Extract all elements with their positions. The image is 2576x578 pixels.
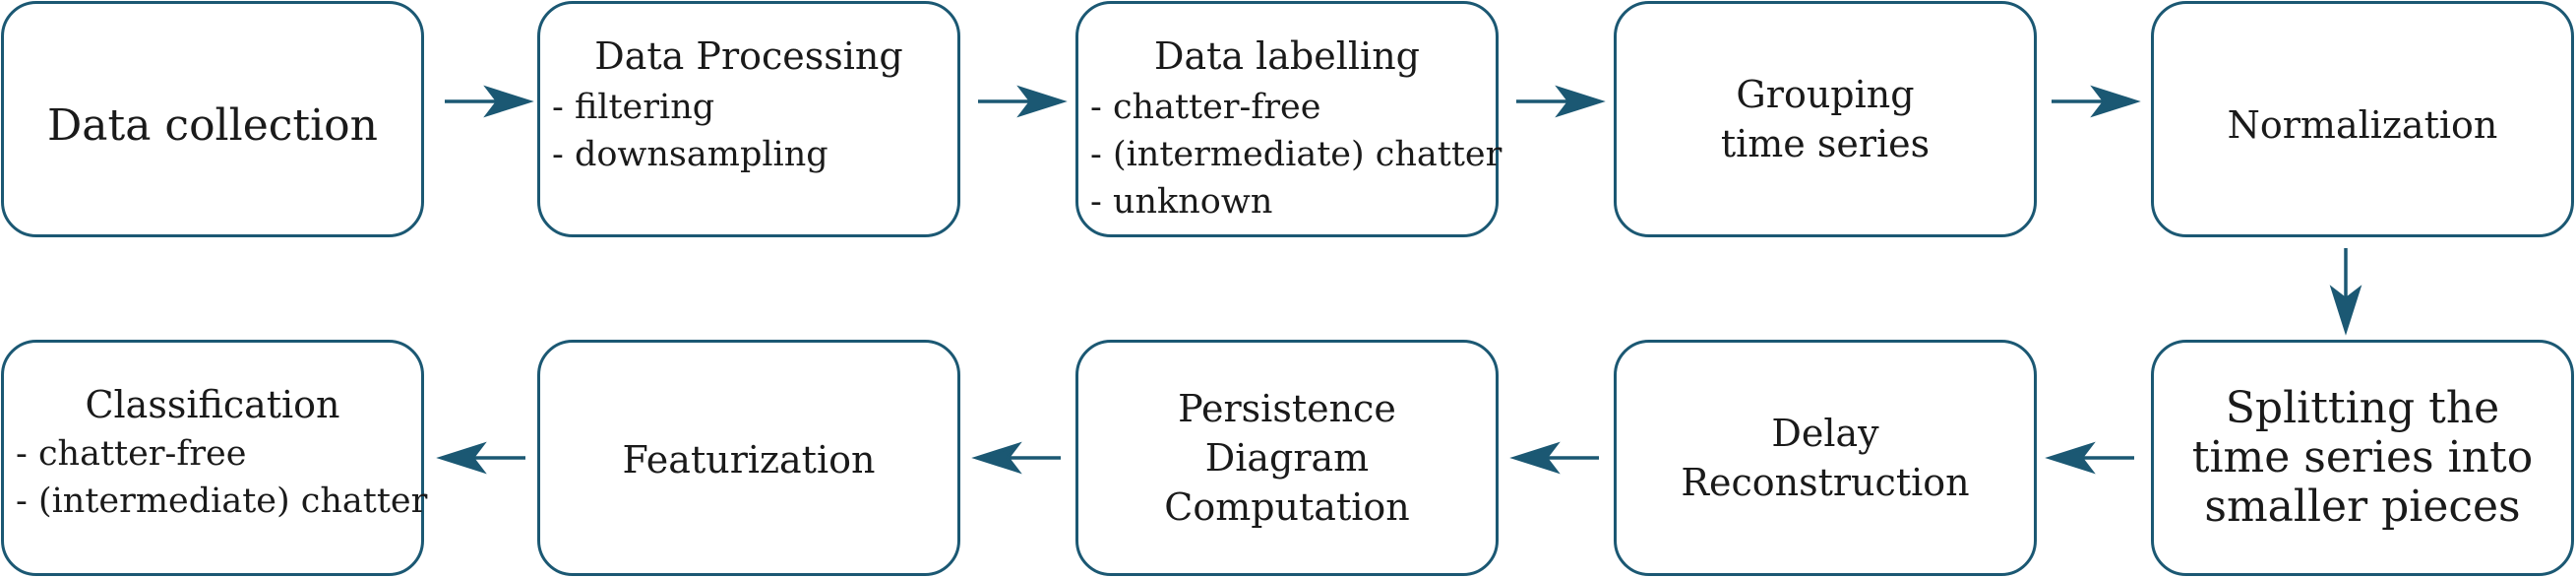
arrow-left [971, 441, 1061, 475]
node-title: Data labelling [1153, 34, 1420, 78]
node-title: Data Processing [594, 34, 903, 78]
node-title-line: Diagram [1204, 436, 1370, 480]
node-title-line: Persistence [1178, 387, 1396, 430]
list-item: - unknown [1090, 182, 1273, 222]
list-item: - chatter-free [16, 434, 247, 474]
node-title-line: Delay [1771, 412, 1879, 455]
arrow-left [436, 441, 525, 475]
list-item: - (intermediate) chatter [1090, 135, 1503, 174]
node-splitting-time-series: Splitting the time series into smaller p… [2151, 340, 2574, 576]
node-title-line: Grouping [1736, 73, 1915, 116]
node-title: Normalization [2227, 103, 2498, 147]
node-normalization: Normalization [2151, 1, 2574, 237]
node-title-line: Splitting the [2225, 383, 2500, 433]
arrow-left [2045, 441, 2134, 475]
node-title: Grouping time series [1617, 70, 2034, 168]
node-title-line: time series [1720, 122, 1931, 165]
node-grouping-time-series: Grouping time series [1614, 1, 2037, 237]
arrow-right [445, 85, 534, 118]
node-classification: Classification - chatter-free - (interme… [1, 340, 428, 576]
node-data-labelling: Data labelling - chatter-free - (interme… [1075, 1, 1503, 237]
node-title-line: Computation [1164, 485, 1410, 529]
node-persistence-diagram-computation: Persistence Diagram Computation [1075, 340, 1499, 576]
node-delay-reconstruction: Delay Reconstruction [1614, 340, 2037, 576]
arrow-right [1516, 85, 1606, 118]
node-title: Featurization [622, 438, 876, 482]
node-data-processing: Data Processing - filtering - downsampli… [537, 1, 960, 237]
node-title-line: time series into [2191, 432, 2534, 482]
node-title: Splitting the time series into smaller p… [2154, 384, 2571, 532]
arrow-right [978, 85, 1068, 118]
arrow-right [2052, 85, 2141, 118]
node-featurization: Featurization [537, 340, 960, 576]
list-item: - filtering [552, 88, 715, 127]
list-item: - chatter-free [1090, 88, 1321, 127]
arrow-down [2329, 248, 2362, 336]
node-title: Persistence Diagram Computation [1078, 384, 1496, 532]
node-title: Delay Reconstruction [1617, 409, 2034, 507]
list-item: - downsampling [552, 135, 828, 174]
node-title: Classification [85, 383, 340, 426]
list-item: - (intermediate) chatter [16, 482, 428, 521]
node-data-collection: Data collection [1, 1, 424, 237]
node-title-line: smaller pieces [2204, 482, 2521, 532]
node-title-line: Reconstruction [1681, 461, 1970, 504]
arrow-left [1509, 441, 1599, 475]
node-title: Data collection [47, 100, 378, 151]
